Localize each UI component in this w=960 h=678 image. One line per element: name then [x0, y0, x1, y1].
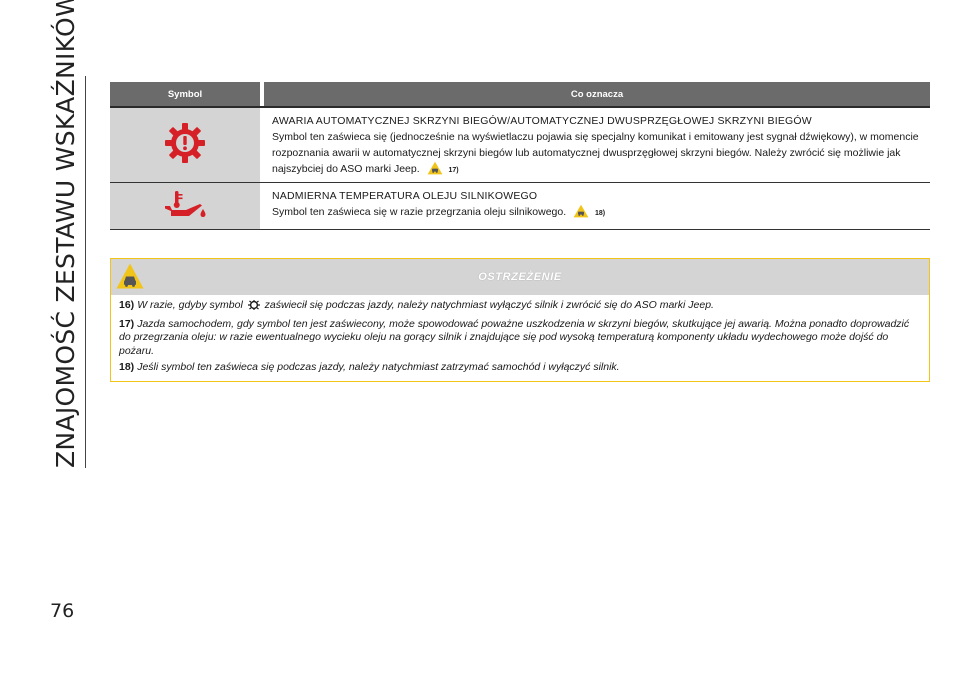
warning-item-number: 18) — [119, 361, 135, 373]
footnote-ref[interactable]: 18) — [594, 210, 606, 217]
header-rule — [110, 106, 930, 108]
warning-triangle-icon — [115, 262, 145, 295]
symbol-cell — [110, 108, 260, 182]
warning-item-number: 16) — [119, 299, 135, 311]
gearbox-failure-icon — [163, 121, 207, 170]
table-header: Symbol Co oznacza — [110, 82, 930, 106]
page-number: 76 — [50, 600, 75, 622]
warning-item-number: 17) — [119, 317, 135, 330]
warning-triangle-icon — [427, 161, 443, 180]
warning-box: OSTRZEŻENIE 16)W razie, gdyby symbol zaś… — [110, 258, 930, 382]
row-title: AWARIA AUTOMATYCZNEJ SKRZYNI BIEGÓW/AUTO… — [272, 115, 812, 127]
warning-item: 18)Jeśli symbol ten zaświeca się podczas… — [119, 361, 620, 373]
description-cell: NADMIERNA TEMPERATURA OLEJU SILNIKOWEGO … — [264, 183, 930, 229]
gearbox-small-icon — [247, 300, 261, 315]
symbol-cell — [110, 183, 260, 229]
footnote-ref[interactable]: 17) — [448, 167, 459, 174]
row-title: NADMIERNA TEMPERATURA OLEJU SILNIKOWEGO — [272, 190, 538, 202]
side-rule — [85, 76, 86, 468]
side-section-title: ZNAJOMOŚĆ ZESTAWU WSKAŹNIKÓW — [51, 0, 80, 468]
warning-title: OSTRZEŻENIE — [478, 271, 562, 283]
row-description: Symbol ten zaświeca się (jednocześnie na… — [272, 129, 926, 180]
header-meaning: Co oznacza — [264, 82, 930, 106]
oil-temperature-icon — [160, 189, 210, 224]
description-cell: AWARIA AUTOMATYCZNEJ SKRZYNI BIEGÓW/AUTO… — [264, 108, 930, 182]
warning-item: 17)Jazda samochodem, gdy symbol ten jest… — [119, 317, 910, 357]
warning-triangle-icon — [573, 204, 589, 223]
table-row: AWARIA AUTOMATYCZNEJ SKRZYNI BIEGÓW/AUTO… — [110, 108, 930, 183]
warning-body: 16)W razie, gdyby symbol zaświecił się p… — [111, 295, 929, 382]
header-symbol: Symbol — [110, 82, 260, 106]
warning-item: 16)W razie, gdyby symbol zaświecił się p… — [119, 299, 921, 315]
warning-header: OSTRZEŻENIE — [111, 259, 929, 295]
table-row: NADMIERNA TEMPERATURA OLEJU SILNIKOWEGO … — [110, 183, 930, 230]
symbol-table: Symbol Co oznacza — [110, 82, 930, 230]
row-description: Symbol ten zaświeca się w razie przegrza… — [272, 204, 926, 223]
